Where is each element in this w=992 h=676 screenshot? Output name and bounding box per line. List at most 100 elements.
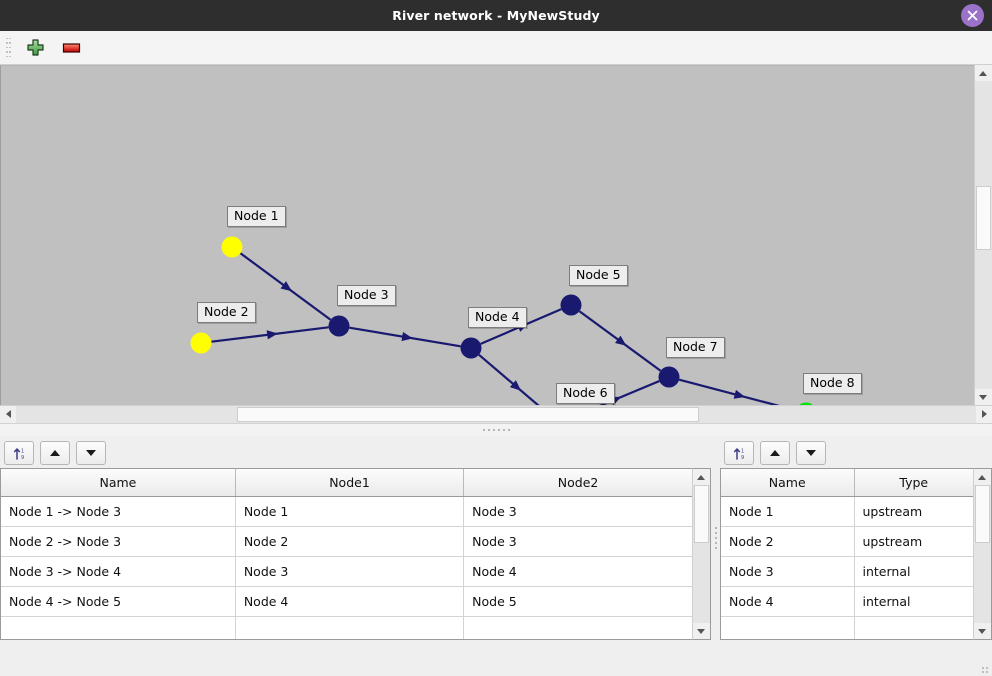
table-cell[interactable]: Node 5 (463, 586, 692, 617)
node-label-node-4[interactable]: Node 4 (468, 307, 527, 328)
nodes-scroll-up-button[interactable] (974, 469, 990, 485)
nodes-vertical-scrollbar[interactable] (973, 468, 992, 640)
table-cell[interactable]: Node 3 (463, 496, 692, 527)
table-cell[interactable]: upstream (854, 526, 973, 557)
reaches-vscroll-track[interactable] (693, 485, 710, 623)
table-cell[interactable]: upstream (854, 496, 973, 527)
graph-node-node-8[interactable] (796, 402, 817, 406)
add-node-button[interactable] (22, 35, 48, 61)
table-cell[interactable]: Node 3 -> Node 4 (1, 556, 236, 587)
table-cell[interactable]: Node 4 -> Node 5 (1, 586, 236, 617)
nodes-column-header-type[interactable]: Type (854, 469, 973, 497)
graph-node-node-1[interactable] (221, 236, 243, 258)
node-label-node-1[interactable]: Node 1 (227, 206, 286, 227)
hscroll-thumb[interactable] (237, 407, 699, 422)
node-label-node-2[interactable]: Node 2 (197, 302, 256, 323)
table-cell[interactable] (235, 616, 465, 639)
reaches-vertical-scrollbar[interactable] (692, 468, 711, 640)
node-label-node-6[interactable]: Node 6 (556, 383, 615, 404)
nodes-column-header-name[interactable]: Name (721, 469, 855, 497)
table-cell[interactable] (721, 616, 855, 639)
vscroll-thumb[interactable] (976, 186, 991, 250)
graph-node-node-3[interactable] (328, 315, 350, 337)
node-label-node-7[interactable]: Node 7 (666, 337, 725, 358)
table-cell[interactable]: Node 4 (235, 586, 465, 617)
title-bar: River network - MyNewStudy (0, 0, 992, 31)
table-cell[interactable]: Node 3 (463, 526, 692, 557)
reaches-move-down-button[interactable] (76, 441, 106, 465)
reaches-sort-button[interactable]: 1 9 (4, 441, 34, 465)
table-cell[interactable] (1, 616, 236, 639)
reaches-move-up-button[interactable] (40, 441, 70, 465)
scroll-up-button[interactable] (975, 65, 991, 81)
reaches-vscroll-thumb[interactable] (694, 485, 709, 543)
graph-node-node-5[interactable] (560, 294, 582, 316)
scroll-right-button[interactable] (976, 406, 992, 422)
delete-node-button[interactable] (58, 35, 84, 61)
scroll-left-button[interactable] (0, 406, 16, 422)
vscroll-track[interactable] (975, 81, 992, 389)
graph-node-node-4[interactable] (460, 337, 482, 359)
network-canvas[interactable]: Node 1 Node 2 Node 3 Node 4 Node 5 Node 6 Node… (0, 65, 974, 405)
table-cell[interactable]: Node 1 -> Node 3 (1, 496, 236, 527)
table-cell[interactable]: internal (854, 556, 973, 587)
nodes-vscroll-track[interactable] (974, 485, 991, 623)
canvas-horizontal-scrollbar[interactable] (0, 405, 992, 423)
scroll-down-button[interactable] (975, 389, 991, 405)
table-cell[interactable] (463, 616, 692, 639)
table-cell[interactable]: Node 1 (235, 496, 465, 527)
node-label-node-3[interactable]: Node 3 (337, 285, 396, 306)
graph-node-node-2[interactable] (190, 332, 212, 354)
table-cell[interactable]: Node 3 (721, 556, 855, 587)
reaches-column-header-node2[interactable]: Node2 (463, 469, 692, 497)
table-row[interactable] (721, 616, 973, 639)
nodes-move-up-button[interactable] (760, 441, 790, 465)
nodes-sort-button[interactable]: 1 9 (724, 441, 754, 465)
nodes-vscroll-thumb[interactable] (975, 485, 990, 543)
table-cell[interactable]: Node 1 (721, 496, 855, 527)
table-cell[interactable]: Node 2 (721, 526, 855, 557)
reaches-column-header-node1[interactable]: Node1 (235, 469, 465, 497)
hscroll-track[interactable] (16, 406, 976, 423)
toolbar-grip[interactable] (6, 37, 12, 58)
nodes-move-down-button[interactable] (796, 441, 826, 465)
reaches-scroll-up-button[interactable] (693, 469, 709, 485)
table-cell[interactable]: Node 4 (721, 586, 855, 617)
close-button[interactable] (961, 4, 984, 27)
triangle-left-icon (5, 410, 11, 418)
table-cell[interactable]: Node 4 (463, 556, 692, 587)
node-label-node-8[interactable]: Node 8 (803, 373, 862, 394)
edge-Node4-to-Node6[interactable] (478, 353, 551, 405)
table-cell[interactable] (854, 616, 973, 639)
reaches-column-header-name[interactable]: Name (1, 469, 236, 497)
horizontal-splitter[interactable] (0, 423, 992, 436)
table-row[interactable] (1, 616, 692, 639)
nodes-scroll-down-button[interactable] (974, 623, 990, 639)
vertical-splitter[interactable] (711, 436, 720, 640)
table-cell[interactable]: Node 3 (235, 556, 465, 587)
reaches-scroll-down-button[interactable] (693, 623, 709, 639)
node-label-node-5[interactable]: Node 5 (569, 265, 628, 286)
table-cell[interactable]: internal (854, 586, 973, 617)
resize-grip[interactable] (986, 667, 988, 673)
table-cell[interactable]: Node 2 -> Node 3 (1, 526, 236, 557)
table-cell[interactable]: Node 2 (235, 526, 465, 557)
graph-node-node-7[interactable] (658, 366, 680, 388)
canvas-vertical-scrollbar[interactable] (974, 65, 992, 405)
